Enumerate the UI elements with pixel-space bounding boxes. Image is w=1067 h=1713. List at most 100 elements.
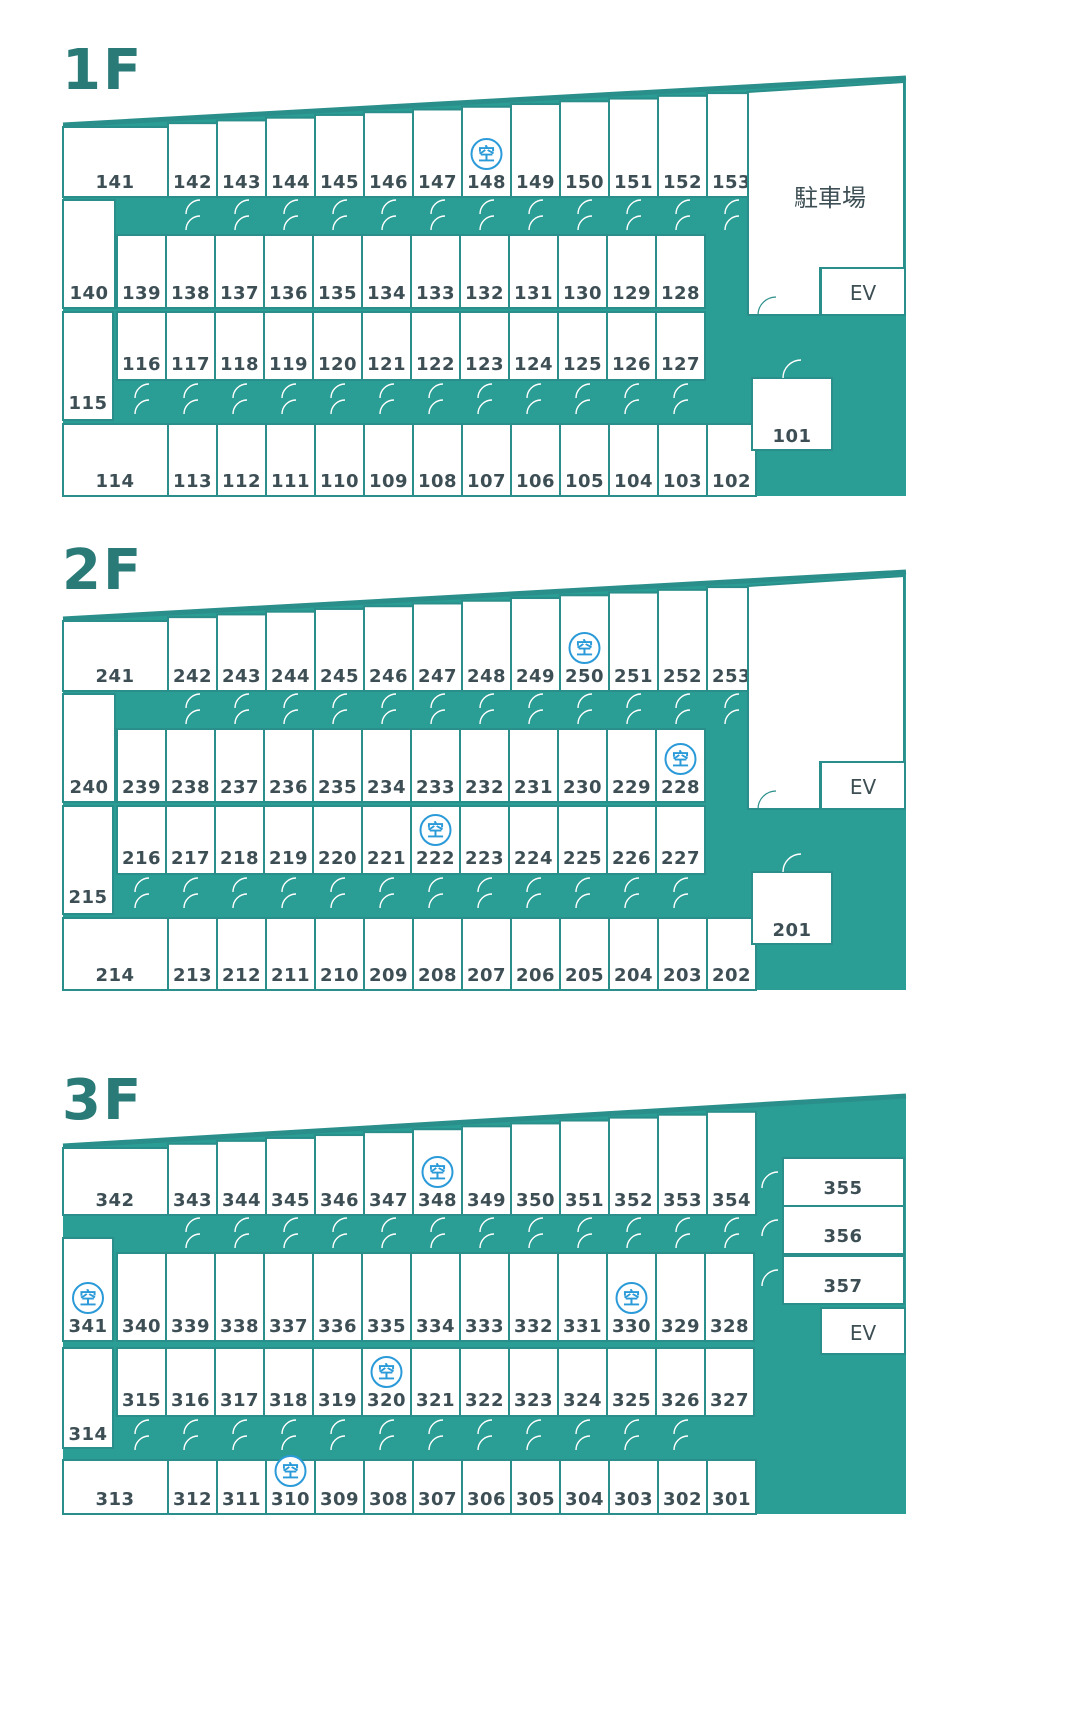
room-101-label: 101 xyxy=(772,426,811,447)
roof-line xyxy=(62,75,907,128)
room-141-cell xyxy=(62,126,169,198)
door-icon xyxy=(479,1233,495,1249)
room-357-cell xyxy=(782,1255,905,1305)
door-icon xyxy=(675,199,691,215)
room-312-cell xyxy=(167,1459,218,1515)
door-icon xyxy=(428,893,444,909)
room-152-cell xyxy=(657,94,708,198)
room-229-label: 229 xyxy=(612,777,651,798)
room-140-cell xyxy=(62,199,116,309)
room-135-cell xyxy=(312,234,363,309)
room-203-cell xyxy=(657,917,708,991)
room-222-label: 222 xyxy=(416,848,455,869)
door-icon xyxy=(379,1435,395,1451)
door-icon xyxy=(430,693,446,709)
elevator-cell xyxy=(820,267,906,316)
room-116-cell xyxy=(116,311,167,381)
room-121-cell xyxy=(361,311,412,381)
room-246-cell xyxy=(363,605,414,692)
room-319-cell xyxy=(312,1347,363,1417)
room-236-cell xyxy=(263,728,314,803)
room-336-label: 336 xyxy=(318,1316,357,1337)
room-107-cell xyxy=(461,423,512,497)
room-138-cell xyxy=(165,234,216,309)
room-331-cell xyxy=(557,1252,608,1342)
door-icon xyxy=(724,693,740,709)
vacant-badge-label: 空 xyxy=(672,749,689,770)
door-icon xyxy=(673,893,689,909)
vacant-badge-icon xyxy=(421,1156,454,1188)
door-icon xyxy=(430,709,446,725)
room-350-cell xyxy=(510,1122,561,1216)
door-icon xyxy=(624,1435,640,1451)
room-321-cell xyxy=(410,1347,461,1417)
door-icon xyxy=(761,1269,779,1287)
room-249-label: 249 xyxy=(516,666,555,687)
door-icon xyxy=(526,893,542,909)
room-145-cell xyxy=(314,113,365,198)
room-306-cell xyxy=(461,1459,512,1515)
vacant-badge-label: 空 xyxy=(427,820,444,841)
room-301-cell xyxy=(706,1459,757,1515)
door-icon xyxy=(183,877,199,893)
door-icon xyxy=(232,1435,248,1451)
room-305-label: 305 xyxy=(516,1489,555,1510)
room-126-cell xyxy=(606,311,657,381)
door-icon xyxy=(526,1435,542,1451)
door-icon xyxy=(330,893,346,909)
room-116-label: 116 xyxy=(122,354,161,375)
room-345-label: 345 xyxy=(271,1190,310,1211)
room-342-label: 342 xyxy=(95,1190,134,1211)
door-icon xyxy=(379,877,395,893)
vacant-badge-label: 空 xyxy=(478,144,495,165)
door-icon xyxy=(430,215,446,231)
room-251-label: 251 xyxy=(614,666,653,687)
door-icon xyxy=(479,709,495,725)
room-215-cell xyxy=(62,805,114,915)
room-252-label: 252 xyxy=(663,666,702,687)
room-333-cell xyxy=(459,1252,510,1342)
room-334-cell xyxy=(410,1252,461,1342)
room-347-cell xyxy=(363,1131,414,1216)
room-230-cell xyxy=(557,728,608,803)
vacant-badge-label: 空 xyxy=(623,1288,640,1309)
room-102-label: 102 xyxy=(712,471,751,492)
room-139-label: 139 xyxy=(122,283,161,304)
room-235-cell xyxy=(312,728,363,803)
door-icon xyxy=(281,1435,297,1451)
room-101-cell xyxy=(751,377,833,451)
room-226-label: 226 xyxy=(612,848,651,869)
room-302-label: 302 xyxy=(663,1489,702,1510)
vacant-badge-icon xyxy=(664,743,697,775)
door-icon xyxy=(477,399,493,415)
door-icon xyxy=(577,1233,593,1249)
room-129-cell xyxy=(606,234,657,309)
room-220-cell xyxy=(312,805,363,875)
door-icon xyxy=(381,1217,397,1233)
room-309-label: 309 xyxy=(320,1489,359,1510)
room-102-cell xyxy=(706,423,757,497)
door-icon xyxy=(185,709,201,725)
room-125-label: 125 xyxy=(563,354,602,375)
room-212-cell xyxy=(216,917,267,991)
room-223-label: 223 xyxy=(465,848,504,869)
room-204-label: 204 xyxy=(614,965,653,986)
room-344-cell xyxy=(216,1139,267,1216)
door-icon xyxy=(626,199,642,215)
room-208-label: 208 xyxy=(418,965,457,986)
elevator-cell xyxy=(820,761,906,810)
door-icon xyxy=(332,709,348,725)
door-icon xyxy=(526,399,542,415)
room-121-label: 121 xyxy=(367,354,406,375)
room-352-label: 352 xyxy=(614,1190,653,1211)
room-349-label: 349 xyxy=(467,1190,506,1211)
room-150-cell xyxy=(559,100,610,198)
room-134-label: 134 xyxy=(367,283,406,304)
room-120-label: 120 xyxy=(318,354,357,375)
room-250-label: 250 xyxy=(565,666,604,687)
room-326-label: 326 xyxy=(661,1390,700,1411)
room-322-label: 322 xyxy=(465,1390,504,1411)
door-icon xyxy=(626,215,642,231)
door-icon xyxy=(430,1217,446,1233)
door-icon xyxy=(724,199,740,215)
